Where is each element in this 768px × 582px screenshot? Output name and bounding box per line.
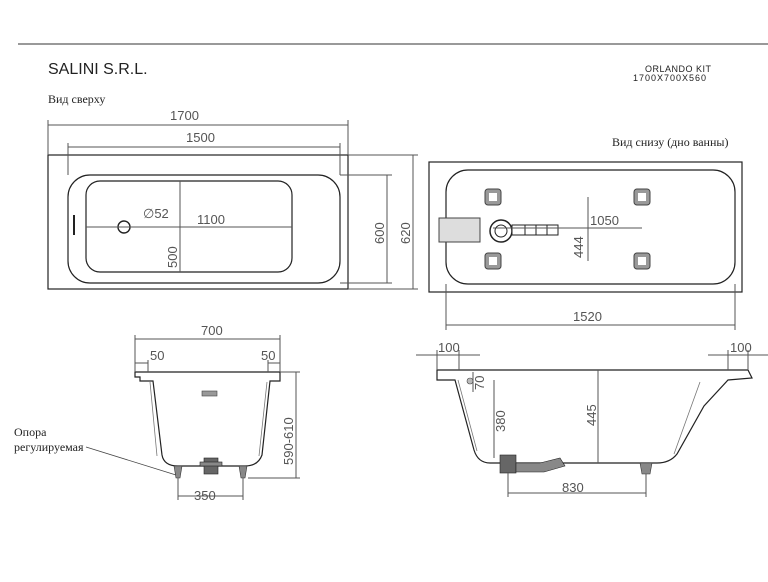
support-label-line2: регулируемая: [14, 440, 84, 454]
support-label-line1: Опора: [14, 425, 47, 439]
dim-top-inner-length: 1500: [186, 130, 215, 145]
dim-front-width: 700: [201, 323, 223, 338]
company-name: SALINI S.R.L.: [48, 61, 148, 78]
dim-bottom-length: 1520: [573, 309, 602, 324]
dim-front-left-rim: 50: [150, 348, 164, 363]
support-pads: [484, 188, 651, 270]
dim-top-outer-width: 620: [398, 222, 413, 244]
side-view: 100 100 70 380 445 830: [416, 340, 768, 497]
model-name: ORLANDO KIT: [645, 64, 712, 74]
bottom-view-title: Вид снизу (дно ванны): [612, 135, 728, 149]
dim-front-height: 590-610: [281, 417, 296, 465]
bottom-view: 1050 444 1520: [428, 161, 743, 330]
adjustable-feet: [173, 457, 248, 479]
front-view: 700 50 50 590-610 350 Опора регулируемая: [14, 323, 300, 503]
dim-side-depth: 445: [584, 404, 599, 426]
dim-top-bowl-width: 500: [165, 246, 180, 268]
dim-top-bowl-length: 1100: [197, 212, 225, 227]
top-view-title: Вид сверху: [48, 92, 105, 106]
dim-top-length: 1700: [170, 108, 199, 123]
dim-front-feet: 350: [194, 488, 216, 503]
dim-side-left-rim: 100: [438, 340, 460, 355]
dim-bottom-frame-width: 444: [571, 236, 586, 258]
front-view-overflow: [201, 390, 218, 397]
dim-drain-diameter: ∅52: [143, 206, 169, 221]
model-size: 1700X700X560: [633, 73, 707, 83]
dim-side-drain-height: 380: [493, 410, 508, 432]
side-view-plumbing: [466, 377, 653, 475]
dim-side-overflow: 70: [472, 376, 487, 390]
dim-top-inner-width: 600: [372, 222, 387, 244]
side-view-tub-profile: [436, 369, 753, 464]
dim-front-right-rim: 50: [261, 348, 275, 363]
support-frame-left: [438, 217, 481, 243]
dim-side-right-rim: 100: [730, 340, 752, 355]
dim-side-feet: 830: [562, 480, 584, 495]
dim-bottom-frame-length: 1050: [590, 213, 619, 228]
support-leader: [85, 446, 177, 476]
top-view: 1700 1500 1100 ∅52 500 600 620: [47, 108, 418, 290]
